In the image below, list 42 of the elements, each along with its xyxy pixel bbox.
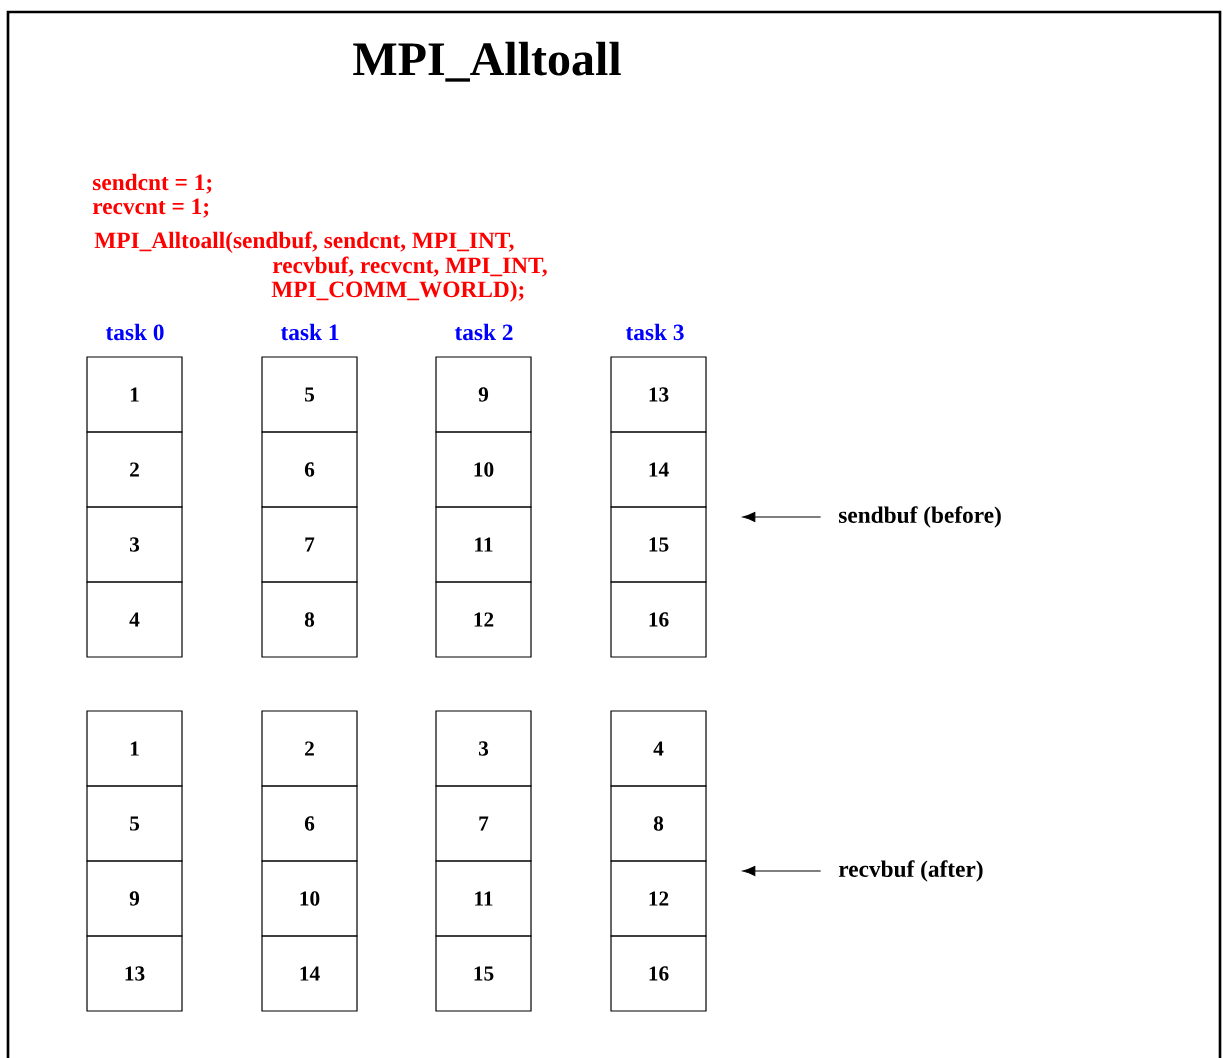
buffer-cell: 14 xyxy=(610,431,707,508)
buffer-cell: 10 xyxy=(435,431,532,508)
buffer-cell: 7 xyxy=(261,506,358,583)
code-line: MPI_Alltoall(sendbuf, sendcnt, MPI_INT, xyxy=(94,231,514,253)
code-line: recvbuf, recvcnt, MPI_INT, xyxy=(272,256,547,277)
title: MPI_Alltoall xyxy=(353,41,621,82)
buffer-cell: 15 xyxy=(435,935,532,1012)
buffer-cell: 1 xyxy=(86,356,183,433)
buffer-cell: 13 xyxy=(86,935,183,1012)
buffer-cell: 6 xyxy=(261,785,358,862)
buffer-cell: 9 xyxy=(435,356,532,433)
buffer-cell: 11 xyxy=(435,506,532,583)
buffer-cell: 6 xyxy=(261,431,358,508)
buffer-cell: 1 xyxy=(86,710,183,787)
buffer-cell: 3 xyxy=(435,710,532,787)
buffer-cell: 4 xyxy=(610,710,707,787)
buffer-label: recvbuf (after) xyxy=(838,860,983,882)
buffer-cell: 7 xyxy=(435,785,532,862)
buffer-cell: 15 xyxy=(610,506,707,583)
buffer-cell: 3 xyxy=(86,506,183,583)
buffer-cell: 14 xyxy=(261,935,358,1012)
code-line: MPI_COMM_WORLD); xyxy=(271,280,524,302)
buffer-cell: 13 xyxy=(610,356,707,433)
buffer-cell: 8 xyxy=(261,581,358,658)
buffer-label: sendbuf (before) xyxy=(839,506,1001,528)
buffer-cell: 16 xyxy=(610,581,707,658)
arrow xyxy=(742,512,822,522)
code-line: sendcnt = 1; xyxy=(93,173,212,194)
buffer-cell: 2 xyxy=(261,710,358,787)
buffer-cell: 12 xyxy=(610,860,707,937)
buffer-cell: 12 xyxy=(435,581,532,658)
buffer-cell: 16 xyxy=(610,935,707,1012)
buffer-cell: 8 xyxy=(610,785,707,862)
buffer-cell: 5 xyxy=(261,356,358,433)
buffer-cell: 4 xyxy=(86,581,183,658)
buffer-cell: 2 xyxy=(86,431,183,508)
code-line: recvcnt = 1; xyxy=(92,198,209,218)
buffer-cell: 9 xyxy=(86,860,183,937)
buffer-cell: 10 xyxy=(261,860,358,937)
buffer-cell: 5 xyxy=(86,785,183,862)
buffer-cell: 11 xyxy=(435,860,532,937)
arrow xyxy=(742,866,822,876)
